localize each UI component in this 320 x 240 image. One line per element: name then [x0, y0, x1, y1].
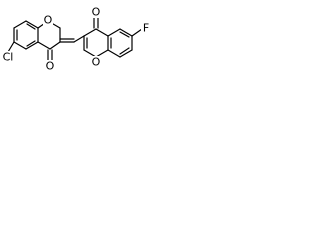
- left-pyranone-ring: [37, 20, 61, 61]
- chlorine-label: Cl: [3, 51, 14, 64]
- right-ring-oxygen-label: O: [92, 56, 101, 69]
- left-carbonyl-oxygen-label: O: [46, 60, 55, 73]
- left-ring-oxygen-label: O: [44, 14, 53, 27]
- right-pyranone-ring: [83, 16, 109, 58]
- right-carbonyl-oxygen-label: O: [92, 6, 101, 19]
- methylidene-bridge: [59, 35, 85, 43]
- chlorine-bond: [7, 41, 15, 53]
- molecule-structure: O O Cl O O F: [0, 6, 151, 73]
- right-benzene-ring: [107, 28, 133, 58]
- left-benzene-ring: [13, 20, 39, 50]
- fluorine-bond: [131, 28, 143, 37]
- fluorine-label: F: [143, 22, 149, 35]
